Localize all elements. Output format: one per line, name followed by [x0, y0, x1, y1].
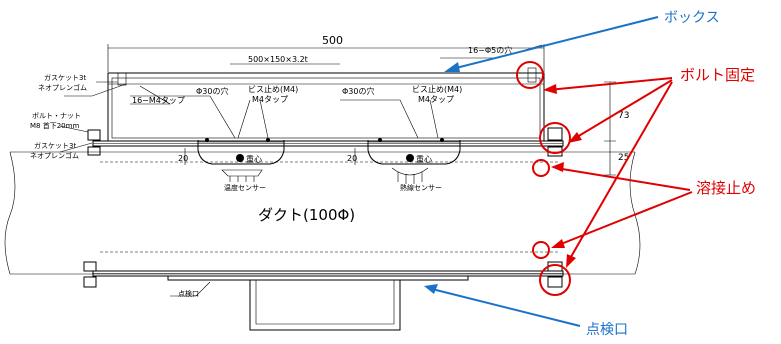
- leaders: [59, 81, 439, 297]
- bolt-bottom-left: [83, 261, 97, 288]
- screw-left-line1: ビス止め(M4): [248, 84, 298, 94]
- drawing-labels: 500 500×150×3.2t 16−Φ5の穴 ガスケット3t ネオプレンゴム…: [30, 34, 629, 298]
- gasket-bottom-line1: ガスケット3t: [34, 141, 76, 150]
- bolt-nut-line1: ボルト・ナット: [32, 112, 81, 120]
- box-body: [107, 72, 545, 142]
- hole-spec-label: 16−Φ5の穴: [468, 45, 512, 55]
- center-right-label: 重心: [416, 154, 432, 164]
- sensor-left-assembly: [197, 138, 285, 182]
- duct-label: ダクト(100Φ): [258, 206, 355, 224]
- screw-right-line1: ビス止め(M4): [412, 84, 462, 94]
- top-flange: [92, 140, 564, 147]
- tap-label: 16−M4タップ: [132, 96, 185, 105]
- dim-25: 25: [618, 153, 629, 163]
- inspection-small-label: 点検口: [178, 289, 199, 298]
- screw-left-line2: M4タップ: [252, 95, 288, 104]
- box-callout-arrow: [444, 16, 659, 72]
- gasket-bottom-line2: ネオプレンゴム: [30, 151, 79, 160]
- dim-20-left: 20: [178, 154, 188, 163]
- bolt-nut-line2: M8 首下20mm: [30, 121, 79, 130]
- dim-20-right: 20: [347, 154, 357, 163]
- red-circles: [516, 61, 571, 296]
- box-callout-label: ボックス: [664, 10, 720, 26]
- center-left-label: 重心: [246, 154, 262, 164]
- bolt-fix-arrows: [543, 77, 673, 268]
- inspection-callout-label: 点検口: [586, 322, 628, 338]
- weld-stop-arrows: [551, 162, 693, 248]
- hole30-right-label: Φ30の穴: [342, 86, 374, 96]
- duct: [4, 151, 641, 275]
- bolt-top-left: [87, 72, 127, 156]
- box-spec-label: 500×150×3.2t: [248, 55, 308, 64]
- sensor-right-assembly: [367, 138, 461, 184]
- inspection-callout-arrow: [424, 284, 581, 327]
- weld-stop-callout-label: 溶接止め: [696, 179, 756, 197]
- gasket-top-line1: ガスケット3t: [44, 73, 86, 82]
- sensor-right-label: 熱線センサー: [400, 183, 442, 192]
- gasket-top-line2: ネオプレンゴム: [38, 83, 87, 92]
- bolt-top-right: [527, 67, 563, 157]
- dim-73: 73: [618, 111, 629, 121]
- screw-right-line2: M4タップ: [418, 95, 454, 104]
- sensor-left-label: 温度センサー: [224, 183, 266, 192]
- bolt-fix-callout-label: ボルト固定: [680, 66, 755, 84]
- overall-width-label: 500: [322, 34, 343, 47]
- hole30-left-label: Φ30の穴: [196, 86, 228, 96]
- bottom-flange: [92, 270, 564, 277]
- inspection-port: [167, 275, 469, 331]
